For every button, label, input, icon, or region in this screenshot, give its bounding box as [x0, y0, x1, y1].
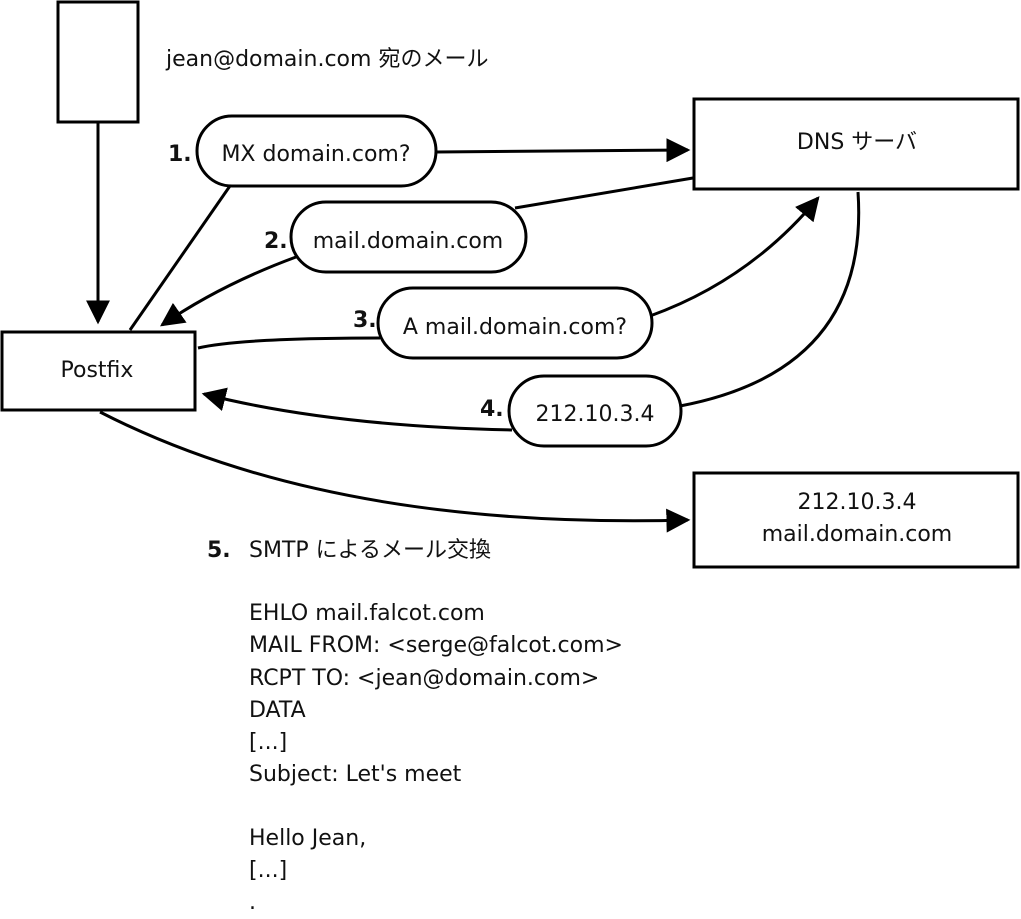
step2-pill — [289, 200, 528, 274]
step4-pill — [507, 374, 683, 448]
step3-arrow — [649, 196, 820, 318]
step3-label: A mail.domain.com? — [403, 315, 627, 340]
smtp-line: [...] — [249, 730, 287, 755]
step1-pill — [195, 114, 438, 188]
step4-connector — [679, 191, 861, 408]
dns-server-box — [692, 97, 1020, 191]
smtp-line: Subject: Let's meet — [249, 762, 462, 787]
step4-arrow — [201, 387, 513, 432]
postfix-label: Postfix — [61, 358, 134, 383]
step3-pill — [376, 286, 654, 360]
step1-label: MX domain.com? — [221, 142, 410, 167]
mail-host-box — [692, 471, 1020, 569]
smtp-line: [...] — [249, 858, 287, 883]
step2-arrow — [160, 255, 297, 327]
smtp-line: . — [249, 890, 256, 915]
smtp-line: MAIL FROM: <serge@falcot.com> — [249, 633, 623, 658]
step1-connector — [128, 182, 234, 331]
mail-document-box — [56, 0, 140, 124]
header-label: jean@domain.com 宛のメール — [165, 47, 488, 72]
smtp-line: RCPT TO: <jean@domain.com> — [249, 666, 599, 691]
step3-number: 3. — [353, 308, 377, 333]
smtp-line: DATA — [249, 698, 306, 723]
mail-host-name: mail.domain.com — [762, 522, 953, 547]
step5-arrow — [99, 410, 691, 533]
dns-server-label: DNS サーバ — [797, 130, 917, 155]
step2-number: 2. — [264, 229, 288, 254]
step1-arrow — [435, 138, 691, 163]
step5-number: 5. — [207, 538, 231, 563]
postfix-box — [0, 330, 197, 412]
mail-host-ip: 212.10.3.4 — [798, 490, 917, 515]
step2-label: mail.domain.com — [313, 229, 504, 254]
step5-label: SMTP によるメール交換 — [249, 538, 491, 563]
smtp-line: EHLO mail.falcot.com — [249, 601, 485, 626]
step1-number: 1. — [168, 142, 192, 167]
smtp-transcript: EHLO mail.falcot.com MAIL FROM: <serge@f… — [249, 601, 623, 915]
smtp-line: Hello Jean, — [249, 826, 366, 851]
step2-connector — [514, 176, 694, 210]
step3-connector — [197, 336, 381, 350]
step4-number: 4. — [480, 397, 504, 422]
step4-label: 212.10.3.4 — [536, 402, 655, 427]
